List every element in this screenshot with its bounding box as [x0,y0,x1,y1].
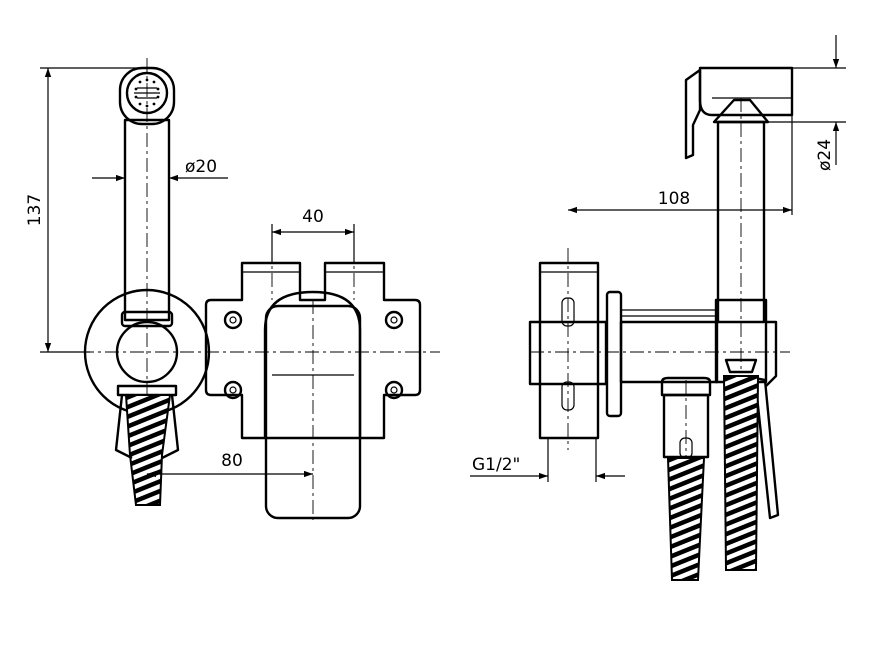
dimension-height: 137 [25,67,147,353]
side-handshower [684,66,794,387]
dimension-40: 40 [302,207,324,227]
side-view: 108 ø24 G1/2" [470,35,846,581]
hose-front [114,394,180,506]
front-view: 137 ø20 40 80 [25,58,440,520]
dimension-diameter-20: ø20 [92,157,228,182]
dimension-thread: G1/2" [470,438,625,482]
escutcheon [263,290,362,438]
side-body [528,248,608,450]
side-wall-plate [605,290,623,418]
dimension-g12: G1/2" [472,455,520,475]
dimension-o20: ø20 [185,157,217,177]
side-hoses [666,375,760,581]
mounting-body [80,248,440,440]
side-outlet [660,376,712,470]
dimension-80: 80 [221,451,243,471]
dimension-diameter-24: ø24 [768,35,846,171]
dimension-spacing-40: 40 [271,207,355,262]
dimension-108: 108 [658,189,690,209]
dimension-depth-108: 108 [568,116,793,215]
dimension-137: 137 [25,194,45,226]
side-lever [753,376,780,520]
dimension-lever-80: 80 [147,451,313,478]
dimension-o24: ø24 [815,139,835,171]
hand-shower [118,58,176,412]
mixer-lever [264,300,362,520]
